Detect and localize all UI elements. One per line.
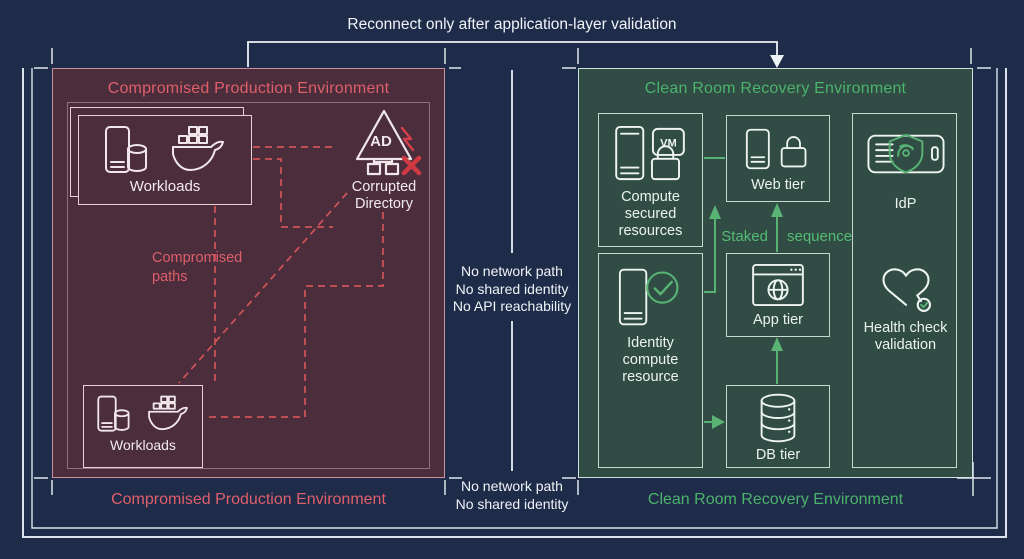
idp-health-column-box: IdP Health check validation xyxy=(852,113,957,468)
ad-badge: AD xyxy=(370,133,392,150)
compute-secured-resources-box: VM Compute secured resources xyxy=(598,113,703,247)
web-lock-icon xyxy=(745,128,807,170)
docker-whale-icon xyxy=(148,395,188,431)
compute-vm-lock-icon: VM xyxy=(614,125,685,181)
workloads-icon xyxy=(105,126,224,173)
compute-secured-resources-label: Compute secured resources xyxy=(618,189,683,239)
db-tier-label: DB tier xyxy=(755,447,801,463)
workloads-primary-box: Workloads xyxy=(78,115,252,205)
health-check-label: Health check validation xyxy=(863,320,948,353)
reconnect-arrow xyxy=(247,41,784,68)
corruption-x-icon xyxy=(401,155,422,176)
db-tier-box: DB tier xyxy=(726,385,830,468)
identity-compute-resource-label: Identity compute resource xyxy=(622,335,679,385)
docker-whale-icon xyxy=(172,126,224,171)
app-tier-box: App tier xyxy=(726,253,830,337)
compromised-environment-footer: Compromised Production Environment xyxy=(111,491,386,508)
sequence-label: sequence xyxy=(787,228,853,245)
isolation-note-lower: No network path No shared identity xyxy=(455,478,569,512)
workloads-primary-label: Workloads xyxy=(129,178,201,195)
lock-icon xyxy=(786,136,801,149)
shield-icon xyxy=(888,133,924,174)
clean-room-environment-footer: Clean Room Recovery Environment xyxy=(647,491,904,508)
identity-compute-resource-box: Identity compute resource xyxy=(598,253,703,468)
compromised-environment-title: Compromised Production Environment xyxy=(107,80,390,97)
corrupted-directory-label: Corrupted Directory xyxy=(351,179,417,212)
isolation-note-upper: No network path No shared identity No AP… xyxy=(452,263,572,314)
idp-fingerprint-icon xyxy=(867,133,945,174)
staked-label: Staked xyxy=(721,228,768,245)
workloads-secondary-label: Workloads xyxy=(110,437,176,453)
workloads-icon xyxy=(97,395,188,432)
app-tier-label: App tier xyxy=(753,312,803,328)
compromised-paths-label: Compromised paths xyxy=(152,250,243,285)
health-check-icon xyxy=(882,268,931,312)
clean-room-environment-title: Clean Room Recovery Environment xyxy=(644,80,907,97)
web-tier-box: Web tier xyxy=(726,115,830,202)
database-icon xyxy=(760,393,796,443)
identity-check-icon xyxy=(618,268,678,326)
idp-label: IdP xyxy=(894,196,917,212)
web-tier-label: Web tier xyxy=(751,177,805,193)
browser-globe-icon xyxy=(752,263,804,307)
workloads-secondary-box: Workloads xyxy=(83,385,203,468)
corrupted-directory-icon: AD xyxy=(355,109,422,176)
reconnect-note: Reconnect only after application-layer v… xyxy=(347,16,677,33)
